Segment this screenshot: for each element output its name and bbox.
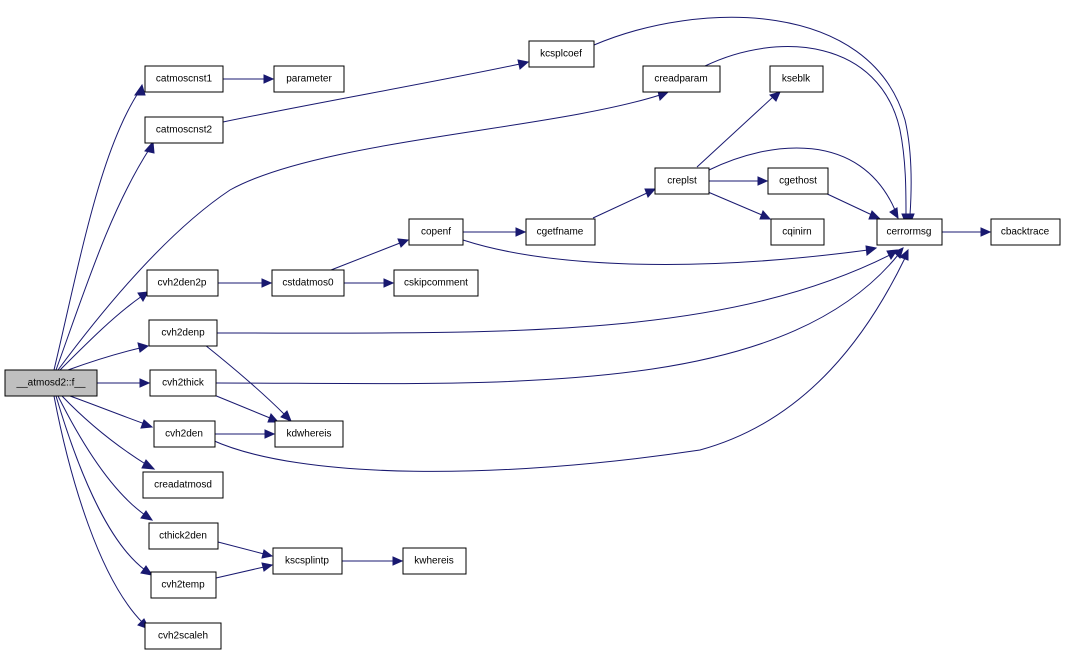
node-label: creadparam	[654, 74, 707, 85]
edge-root-catmoscnst1	[53, 83, 146, 371]
node-root[interactable]: __atmosd2::f__	[4, 369, 98, 397]
edge-creplst-cqinirn	[707, 191, 772, 220]
node-cvh2denp[interactable]: cvh2denp	[148, 319, 218, 347]
edge-kscsplintp-kwhereis	[342, 556, 404, 566]
edge-root-catmoscnst2	[55, 140, 155, 371]
node-cthick2den[interactable]: cthick2den	[148, 522, 219, 550]
nodes: __atmosd2::f__ catmoscnst1 parameter cat…	[4, 40, 1061, 650]
node-catmoscnst2[interactable]: catmoscnst2	[144, 116, 224, 144]
edge-cstdatmos0-cskipcomment	[344, 278, 395, 288]
edge-copenf-cgetfname	[463, 227, 527, 237]
edge-cvh2den-kdwhereis	[215, 429, 276, 439]
node-kdwhereis[interactable]: kdwhereis	[274, 420, 344, 448]
node-cvh2scaleh[interactable]: cvh2scaleh	[144, 622, 222, 650]
node-label: cvh2temp	[161, 580, 205, 591]
node-cstdatmos0[interactable]: cstdatmos0	[271, 269, 345, 297]
node-cgetfname[interactable]: cgetfname	[525, 218, 596, 246]
edge-cstdatmos0-copenf	[330, 238, 410, 271]
node-label: cvh2den	[165, 429, 203, 440]
edge-creplst-cgethost	[709, 176, 769, 186]
node-label: cerrormsg	[886, 227, 931, 238]
edge-root-cvh2den2p	[59, 291, 149, 371]
node-label: cvh2scaleh	[158, 631, 208, 642]
node-creplst[interactable]: creplst	[654, 167, 710, 195]
node-kcsplcoef[interactable]: kcsplcoef	[528, 40, 595, 68]
edge-catmoscnst2-kcsplcoef	[222, 59, 530, 123]
node-label: cstdatmos0	[282, 278, 334, 289]
node-label: __atmosd2::f__	[16, 378, 86, 389]
node-catmoscnst1[interactable]: catmoscnst1	[144, 65, 224, 93]
node-label: kseblk	[782, 74, 811, 85]
node-label: copenf	[421, 227, 451, 238]
node-label: cvh2den2p	[158, 278, 207, 289]
node-label: cgethost	[779, 176, 817, 187]
edge-cerrormsg-cbacktrace	[942, 227, 992, 237]
edge-cvh2den-cerrormsg	[211, 248, 909, 472]
edge-cthick2den-kscsplintp	[217, 541, 274, 559]
edge-copenf-cerrormsg	[462, 239, 878, 265]
node-cvh2thick[interactable]: cvh2thick	[149, 369, 217, 397]
edges	[53, 16, 992, 630]
node-cskipcomment[interactable]: cskipcomment	[393, 269, 479, 297]
node-label: catmoscnst2	[156, 125, 213, 136]
node-cvh2den2p[interactable]: cvh2den2p	[146, 269, 219, 297]
edge-cgetfname-creplst	[592, 188, 657, 219]
edge-root-cvh2denp	[67, 342, 150, 371]
node-label: kcsplcoef	[540, 49, 582, 60]
node-label: kscsplintp	[285, 556, 329, 567]
node-cvh2temp[interactable]: cvh2temp	[150, 571, 217, 599]
edge-cvh2thick-kdwhereis	[213, 394, 280, 423]
node-cvh2den[interactable]: cvh2den	[153, 420, 216, 448]
node-kseblk[interactable]: kseblk	[769, 65, 824, 93]
node-creadparam[interactable]: creadparam	[642, 65, 721, 93]
edge-root-cvh2scaleh	[53, 395, 151, 630]
node-cqinirn[interactable]: cqinirn	[770, 218, 825, 246]
node-label: cthick2den	[159, 531, 207, 542]
node-label: parameter	[286, 74, 332, 85]
node-cgethost[interactable]: cgethost	[767, 167, 829, 195]
edge-cvh2den2p-cstdatmos0	[218, 278, 273, 288]
node-label: cgetfname	[537, 227, 584, 238]
edge-root-cthick2den	[57, 395, 154, 521]
edge-root-cvh2den	[69, 395, 154, 429]
node-label: cvh2denp	[161, 328, 205, 339]
node-kscsplintp[interactable]: kscsplintp	[272, 547, 343, 575]
node-copenf[interactable]: copenf	[408, 218, 464, 246]
node-label: cvh2thick	[162, 378, 205, 389]
node-label: creplst	[667, 176, 697, 187]
node-label: creadatmosd	[154, 480, 212, 491]
edge-kcsplcoef-cerrormsg	[593, 16, 915, 226]
edge-catmoscnst1-parameter	[223, 74, 275, 84]
edge-cvh2temp-kscsplintp	[215, 562, 274, 579]
edge-root-cvh2temp	[55, 395, 154, 576]
edge-cvh2thick-cerrormsg	[215, 247, 904, 385]
edge-creplst-cerrormsg	[708, 147, 899, 220]
edge-cgethost-cerrormsg	[822, 191, 882, 220]
edge-root-cvh2thick	[97, 378, 151, 388]
node-cerrormsg[interactable]: cerrormsg	[876, 218, 943, 246]
edge-creplst-kseblk	[696, 91, 781, 168]
node-label: cskipcomment	[404, 278, 468, 289]
node-label: catmoscnst1	[156, 74, 213, 85]
node-label: cbacktrace	[1001, 227, 1050, 238]
edge-cvh2denp-kdwhereis	[204, 344, 292, 422]
node-label: kwhereis	[414, 556, 453, 567]
node-kwhereis[interactable]: kwhereis	[402, 547, 467, 575]
node-label: kdwhereis	[286, 429, 331, 440]
node-label: cqinirn	[782, 227, 811, 238]
edge-root-creadatmosd	[61, 395, 156, 470]
node-cbacktrace[interactable]: cbacktrace	[990, 218, 1061, 246]
node-parameter[interactable]: parameter	[273, 65, 345, 93]
node-creadatmosd[interactable]: creadatmosd	[142, 471, 224, 499]
